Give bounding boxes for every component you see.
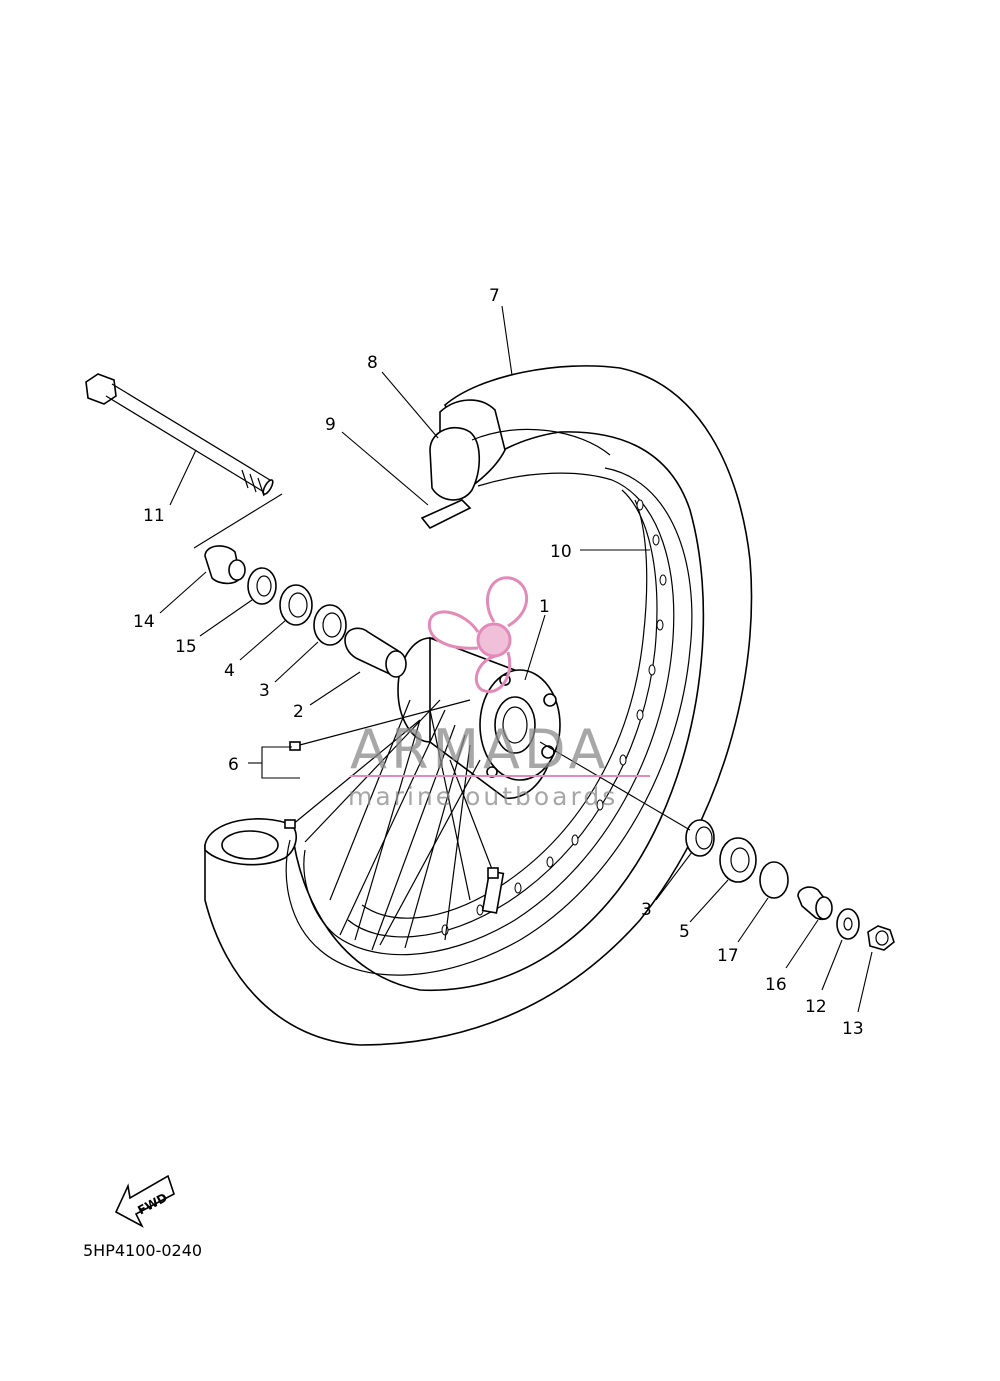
callout-8: 8	[367, 353, 378, 373]
propeller-logo-icon	[427, 576, 529, 694]
rim-hole	[652, 534, 660, 546]
axle	[85, 373, 274, 497]
spoke-set-6	[284, 699, 471, 829]
spoke-nipple-holes	[441, 499, 667, 936]
rim-hole	[619, 754, 627, 766]
rim-hole	[636, 499, 644, 511]
nut-13	[867, 925, 895, 951]
rim-hole	[546, 856, 554, 868]
diagram-code: 5HP4100-0240	[83, 1241, 202, 1260]
callout-10: 10	[550, 542, 572, 562]
rim	[285, 467, 693, 976]
watermark: ARMADA marine outboards	[348, 576, 650, 811]
rim-hole	[596, 799, 604, 811]
oil-seal-5	[719, 837, 757, 883]
bearing-4	[279, 584, 313, 626]
spokes	[304, 699, 501, 951]
washer-12	[836, 908, 860, 940]
watermark-brand: ARMADA	[350, 718, 610, 781]
callout-14: 14	[133, 612, 155, 632]
oil-seal-15	[247, 567, 277, 605]
callout-5: 5	[679, 922, 690, 942]
collar-16	[797, 886, 833, 921]
washer-17	[759, 861, 789, 899]
callout-1: 1	[539, 597, 550, 617]
rim-hole	[656, 619, 664, 631]
tire	[204, 365, 753, 1046]
callout-13: 13	[842, 1019, 864, 1039]
callout-11: 11	[143, 506, 165, 526]
spacer-2	[344, 627, 407, 678]
callout-2: 2	[293, 702, 304, 722]
forward-arrow-icon: FWD	[114, 1174, 175, 1228]
rim-hole	[636, 709, 644, 721]
callout-16: 16	[765, 975, 787, 995]
watermark-tagline: marine outboards	[348, 782, 618, 811]
inner-tube	[429, 426, 613, 501]
callout-3-right: 3	[641, 900, 652, 920]
bearing-3-right	[685, 819, 715, 857]
callout-labels: 7 8 9 11 10 1 14 15 4 3 2 6 3 5 17 16 12…	[133, 286, 864, 1039]
valve-stem	[481, 867, 505, 914]
bearing-3-left	[313, 604, 347, 646]
rim-hole	[648, 664, 656, 676]
rim-hole	[514, 882, 522, 894]
callout-4: 4	[224, 661, 235, 681]
callout-9: 9	[325, 415, 336, 435]
callout-6: 6	[228, 755, 239, 775]
collar-14	[204, 545, 246, 585]
callout-3-left: 3	[259, 681, 270, 701]
callout-17: 17	[717, 946, 739, 966]
rim-hole	[659, 574, 667, 586]
callout-12: 12	[805, 997, 827, 1017]
callout-7: 7	[489, 286, 500, 306]
callout-15: 15	[175, 637, 197, 657]
rim-band	[420, 499, 472, 530]
leader-lines	[159, 305, 873, 1013]
rim-hole	[571, 834, 579, 846]
